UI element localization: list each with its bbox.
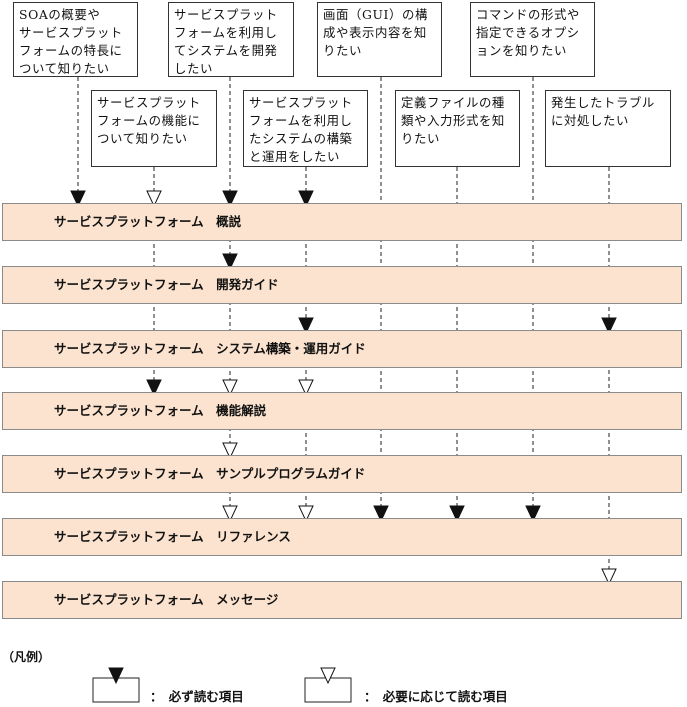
manual-bar-sample-program-guide: サービスプラットフォーム サンプルプログラムガイド — [2, 455, 682, 493]
legend-title: （凡例） — [2, 650, 51, 664]
goal-box-gui-contents: 画面（GUI）の構 成や表示内容を知 りたい — [317, 2, 442, 77]
arrow-required-dev-to-overview — [222, 190, 238, 208]
manual-bar-reference: サービスプラットフォーム リファレンス — [2, 518, 682, 556]
arrow-optional-trouble-to-messages — [601, 568, 617, 586]
goal-box-troubleshooting: 発生したトラブル に対処したい — [545, 90, 671, 167]
arrow-optional-dev-to-reference — [222, 505, 238, 523]
arrow-required-def-to-reference — [449, 505, 465, 523]
legend-required-label: ： 必ず読む項目 — [150, 689, 244, 704]
goal-box-soa-overview: SOAの概要や サービスプラット フォームの特長に ついて知りたい — [13, 2, 138, 77]
arrow-required-dev-to-devguide — [222, 253, 238, 271]
goal-box-definition-files: 定義ファイルの種 類や入力形式を知 りたい — [395, 90, 520, 167]
arrow-optional-dev-to-funcdesc — [222, 379, 238, 397]
manual-bar-development-guide: サービスプラットフォーム 開発ガイド — [2, 266, 682, 304]
legend-arrow-required — [108, 667, 124, 685]
arrow-required-cmd-to-reference — [525, 505, 541, 523]
arrow-required-build-to-overview — [298, 190, 314, 208]
arrow-required-soa-to-overview — [70, 190, 86, 208]
goal-box-build-operate: サービスプラット フォームを利用し たシステムの構築 と運用をしたい — [243, 90, 368, 167]
manual-bar-system-build-guide: サービスプラットフォーム システム構築・運用ガイド — [2, 330, 682, 368]
goal-box-develop-system: サービスプラット フォームを利用し てシステムを開発 したい — [168, 2, 294, 77]
legend-arrow-optional — [320, 667, 336, 685]
arrow-optional-build-to-funcdesc — [298, 379, 314, 397]
arrow-required-func-to-funcdesc — [146, 379, 162, 397]
arrow-required-trouble-to-sysguide — [601, 317, 617, 335]
legend-optional-label: ： 必要に応じて読む項目 — [364, 689, 508, 704]
manual-bar-overview: サービスプラットフォーム 概説 — [2, 203, 682, 241]
goal-box-functions: サービスプラット フォームの機能に ついて知りたい — [91, 90, 217, 167]
arrow-optional-func-to-overview — [146, 190, 162, 208]
manual-bar-messages: サービスプラットフォーム メッセージ — [2, 581, 682, 619]
arrow-required-build-to-sysguide — [298, 317, 314, 335]
arrow-optional-build-to-reference — [298, 505, 314, 523]
manual-bar-function-description: サービスプラットフォーム 機能解説 — [2, 392, 682, 430]
arrow-optional-dev-to-sample — [222, 442, 238, 460]
arrow-required-gui-to-reference — [373, 505, 389, 523]
goal-box-command-options: コマンドの形式や 指定できるオプシ ョンを知りたい — [470, 2, 595, 77]
